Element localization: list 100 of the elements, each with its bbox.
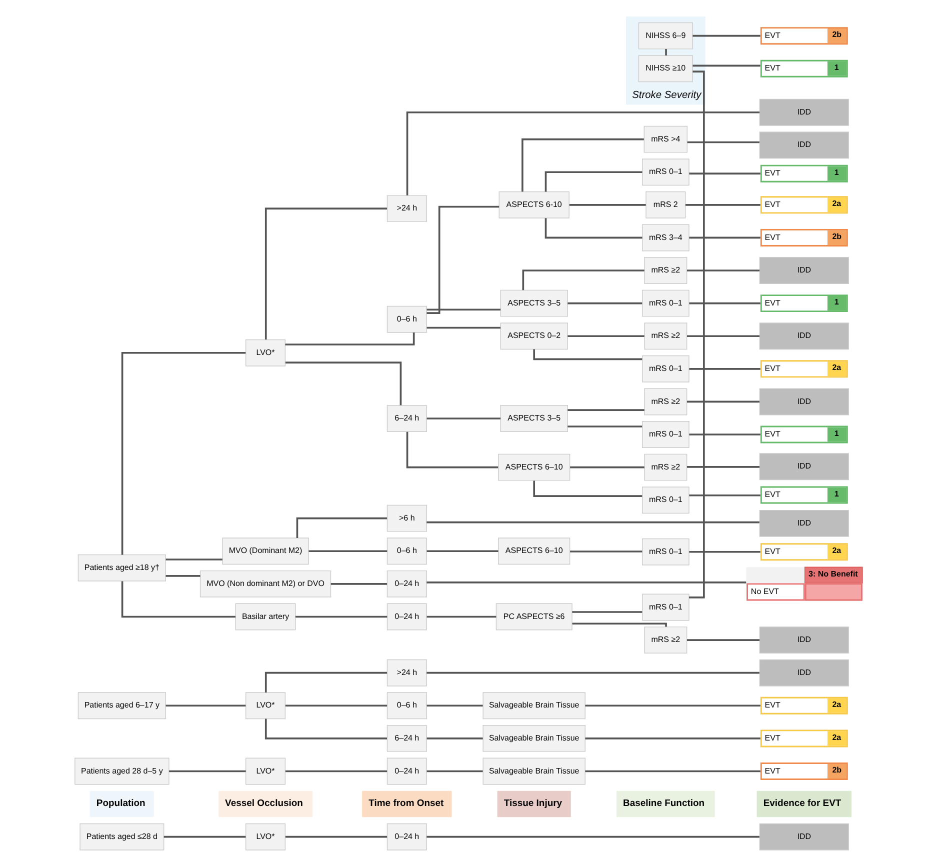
connector — [572, 622, 666, 627]
node-box: ASPECTS 6–10 — [498, 454, 570, 481]
connector — [426, 308, 500, 311]
node-box: Patients aged ≤28 d — [79, 823, 164, 850]
connector — [168, 770, 246, 772]
connector — [521, 138, 644, 192]
connector — [686, 639, 760, 641]
connector — [426, 521, 759, 524]
connector — [567, 302, 642, 304]
connector — [426, 836, 759, 838]
connector — [284, 332, 414, 346]
node-box: mRS 0–1 — [641, 421, 689, 448]
connector — [532, 349, 642, 360]
node-box: mRS 2 — [645, 191, 686, 218]
connector — [692, 64, 760, 67]
connector — [664, 48, 666, 56]
connector — [544, 171, 642, 192]
connector — [567, 335, 644, 338]
connector — [572, 611, 642, 613]
connector — [284, 704, 387, 707]
connector — [570, 466, 644, 468]
node-box: LVO* — [244, 339, 286, 366]
node-box: mRS 0–1 — [641, 158, 689, 186]
node-box: Salvageable Brain Tissue — [482, 692, 585, 720]
node-box: PC ASPECTS ≥6 — [495, 603, 572, 630]
node-box: 0–6 h — [386, 306, 426, 333]
connector — [426, 738, 482, 740]
node-box: 0–24 h — [386, 603, 426, 630]
node-box: Basilar artery — [234, 603, 296, 630]
connector — [296, 517, 387, 538]
connector — [308, 550, 387, 552]
node-box: IDD — [758, 626, 848, 654]
connector — [426, 672, 759, 674]
connector — [688, 434, 760, 436]
node-box: MVO (Dominant M2) — [222, 538, 308, 565]
connector — [295, 616, 387, 618]
connector — [426, 206, 499, 314]
node-box: IDD — [758, 453, 848, 480]
node-box: mRS ≥2 — [644, 322, 687, 350]
connector — [284, 836, 387, 838]
connector — [165, 704, 246, 707]
connector — [426, 326, 500, 329]
node-box: IDD — [758, 98, 848, 126]
node-box: ASPECTS 0–2 — [500, 322, 568, 350]
connector — [163, 836, 246, 838]
connector — [284, 770, 387, 772]
connector — [264, 208, 386, 340]
connector — [567, 409, 644, 411]
node-box: mRS 3–4 — [641, 224, 689, 252]
connector — [568, 204, 646, 206]
connector — [264, 672, 386, 692]
node-box: 0–6 h — [386, 538, 426, 565]
node-box: IDD — [758, 132, 848, 159]
node-box: mRS 0–1 — [641, 355, 689, 382]
node-box: mRS ≥2 — [644, 454, 687, 481]
node-box: Salvageable Brain Tissue — [482, 758, 585, 785]
node-box: LVO* — [244, 692, 286, 720]
node-box: IDD — [758, 510, 848, 537]
connector — [426, 616, 496, 618]
node-box: Patients aged 28 d–5 y — [74, 758, 169, 785]
connector — [584, 704, 760, 707]
connector — [584, 738, 760, 740]
connector — [688, 494, 760, 496]
connector — [688, 368, 760, 370]
label: Baseline Function — [622, 798, 704, 809]
connector — [406, 111, 760, 196]
node-box: LVO* — [244, 823, 286, 850]
connector — [426, 582, 746, 584]
connector — [686, 270, 760, 272]
node-box: 0–24 h — [386, 758, 426, 785]
node-box: ASPECTS 3–5 — [500, 290, 568, 317]
connector — [120, 581, 235, 618]
node-box: Salvageable Brain Tissue — [482, 724, 585, 752]
connector — [686, 400, 760, 403]
node-box: IDD — [758, 659, 848, 686]
node-box: IDD — [758, 257, 848, 284]
node-box: LVO* — [244, 758, 286, 785]
connector — [692, 34, 760, 37]
connector — [165, 575, 200, 577]
connector — [685, 204, 760, 206]
node-box: mRS 0–1 — [641, 290, 689, 317]
connector — [426, 550, 498, 552]
node-box: IDD — [758, 388, 848, 416]
connector — [570, 550, 642, 552]
label: Vessel Occlusion — [224, 798, 302, 809]
connector — [584, 770, 760, 772]
node-box: IDD — [758, 322, 848, 350]
connector — [165, 558, 222, 560]
node-box: 0–6 h — [386, 692, 426, 720]
node-box: 0–24 h — [386, 570, 426, 598]
connector — [330, 583, 386, 585]
node-box: 0–24 h — [386, 823, 426, 850]
connector — [688, 70, 704, 598]
node-box: mRS 0–1 — [641, 594, 689, 621]
node-box: Patients aged ≥18 y† — [77, 554, 166, 582]
connector — [284, 362, 402, 406]
node-box: ASPECTS 6–10 — [498, 538, 570, 565]
connector — [120, 352, 246, 555]
node-box: mRS ≥2 — [644, 388, 687, 416]
node-box: MVO (Non dominant M2) or DVO — [199, 570, 331, 598]
